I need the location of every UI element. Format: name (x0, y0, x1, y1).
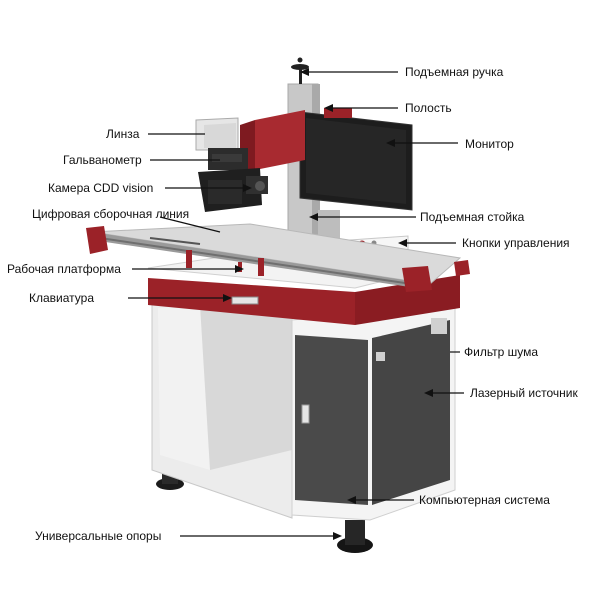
label-monitor: Монитор (465, 137, 514, 151)
label-lens: Линза (106, 127, 140, 141)
label-cavity: Полость (405, 101, 452, 115)
label-galvanometer: Гальванометр (63, 153, 142, 167)
door-handle (301, 404, 310, 424)
leader-arrowheads (223, 68, 433, 540)
label-ccd-camera: Камера CDD vision (48, 181, 154, 195)
label-noise-filter: Фильтр шума (464, 345, 539, 359)
label-keyboard: Клавиатура (29, 291, 94, 305)
label-assembly-line: Цифровая сборочная линия (32, 207, 190, 221)
assembly-line-rail (86, 223, 470, 292)
label-computer-system: Компьютерная система (419, 493, 550, 507)
monitor-unit (299, 108, 413, 211)
label-work-platform: Рабочая платформа (7, 262, 121, 276)
label-control-buttons: Кнопки управления (462, 236, 570, 250)
label-universal-feet: Универсальные опоры (35, 529, 162, 543)
keyboard-drawer-handle (231, 296, 259, 305)
leader-lines (128, 71, 464, 537)
cabinet (151, 299, 456, 521)
label-lift-column: Подъемная стойка (420, 210, 525, 224)
label-laser-source: Лазерный источник (470, 386, 578, 400)
laser-head (195, 110, 305, 212)
label-lift-handle: Подъемная ручка (405, 65, 504, 79)
noise-filter-vent (431, 318, 447, 334)
